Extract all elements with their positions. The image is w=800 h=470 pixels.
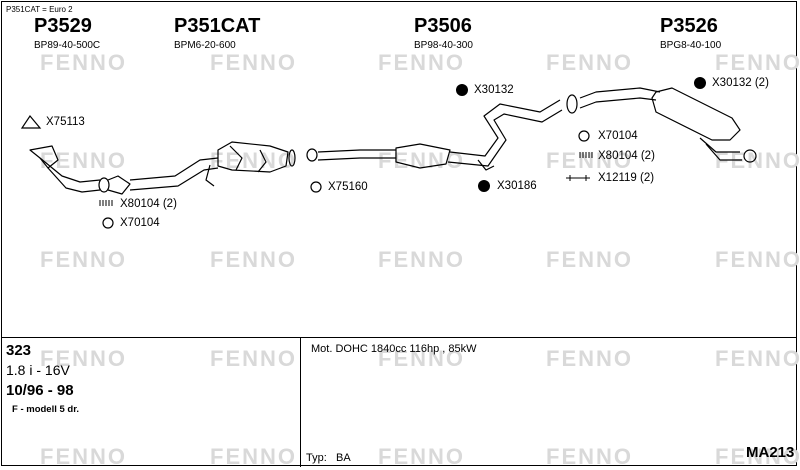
- section-code: P3529: [34, 15, 92, 37]
- type-label: Typ:: [306, 452, 327, 464]
- info-divider-horizontal: [1, 337, 797, 338]
- watermark: FENNO: [378, 346, 465, 371]
- watermark: FENNO: [210, 50, 297, 75]
- type-value: BA: [336, 452, 351, 464]
- part-label: X30132: [474, 84, 514, 96]
- part-label: X70104: [598, 130, 638, 142]
- section-ref: BP98-40-300: [414, 40, 473, 51]
- section-ref: BPM6-20-600: [174, 40, 236, 51]
- rear-silencer-drawing: [566, 87, 757, 163]
- diagram-code: MA213: [746, 444, 795, 461]
- watermark: FENNO: [715, 247, 800, 272]
- watermark: FENNO: [40, 50, 127, 75]
- vehicle-body: F - modell 5 dr.: [12, 404, 80, 415]
- watermark: FENNO: [378, 444, 465, 469]
- watermark: FENNO: [546, 247, 633, 272]
- part-label: X30186: [497, 180, 537, 192]
- watermark: FENNO: [715, 444, 800, 469]
- info-divider-vertical: [300, 337, 301, 467]
- rubber-mount-icon: [694, 77, 706, 89]
- watermark: FENNO: [378, 247, 465, 272]
- clamp-icon: [566, 175, 590, 181]
- part-label: X80104 (2): [598, 150, 655, 162]
- ring-icon: [102, 217, 114, 229]
- watermark: FENNO: [210, 444, 297, 469]
- part-label: X75160: [328, 181, 368, 193]
- watermark: FENNO: [546, 50, 633, 75]
- watermark: FENNO: [210, 346, 297, 371]
- watermark: FENNO: [715, 346, 800, 371]
- part-label: X70104: [120, 217, 160, 229]
- watermark: FENNO: [40, 346, 127, 371]
- ring-icon: [310, 181, 322, 193]
- ring-icon: [578, 130, 590, 142]
- engine-info: Mot. DOHC 1840cc 116hp , 85kW: [311, 343, 477, 355]
- front-pipe-drawing: [29, 145, 131, 195]
- section-ref: BP89-40-500C: [34, 40, 101, 51]
- rubber-mount-icon: [456, 84, 468, 96]
- part-label: X75113: [46, 116, 85, 128]
- section-ref: BPG8-40-100: [660, 40, 722, 51]
- rubber-mount-icon: [478, 180, 490, 192]
- watermark: FENNO: [378, 50, 465, 75]
- part-label: X12119 (2): [598, 172, 655, 184]
- spring-bolt-icon: [99, 200, 113, 206]
- watermark: FENNO: [715, 50, 800, 75]
- section-code: P3526: [660, 15, 718, 37]
- vehicle-model: 323: [6, 342, 32, 359]
- watermark: FENNO: [40, 444, 127, 469]
- vehicle-engine: 1.8 i - 16V: [6, 362, 70, 378]
- catalyst-drawing: [129, 141, 296, 191]
- section-code: P351CAT: [174, 15, 261, 37]
- watermark: FENNO: [40, 247, 127, 272]
- euro-note: P351CAT = Euro 2: [6, 5, 73, 14]
- watermark: FENNO: [210, 247, 297, 272]
- center-pipe-drawing: [306, 99, 563, 171]
- section-code: P3506: [414, 15, 472, 37]
- part-label: X30132 (2): [712, 77, 769, 89]
- part-label: X80104 (2): [120, 198, 177, 210]
- watermark: FENNO: [210, 148, 297, 173]
- watermark: FENNO: [546, 346, 633, 371]
- gasket-triangle-icon: [20, 114, 42, 129]
- vehicle-years: 10/96 - 98: [6, 382, 74, 399]
- spring-bolt-icon: [579, 152, 593, 158]
- watermark: FENNO: [546, 444, 633, 469]
